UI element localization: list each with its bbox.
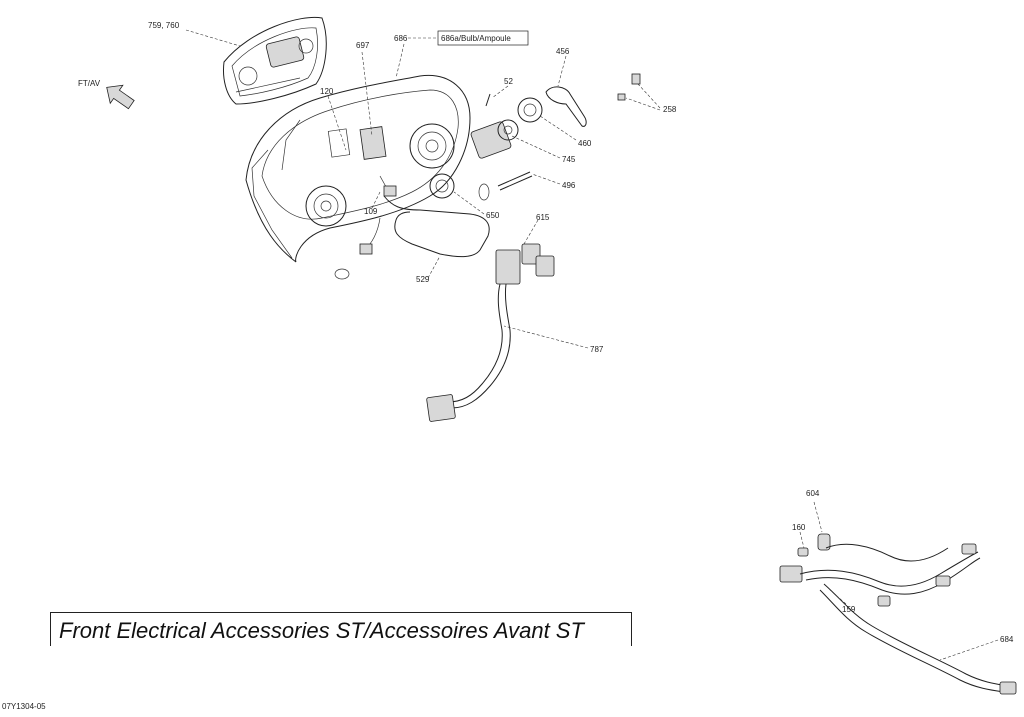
- callout-686a-box: [437, 30, 529, 46]
- callout-109: 109: [364, 207, 378, 216]
- callout-496: 496: [562, 181, 576, 190]
- callout-745: 745: [562, 155, 576, 164]
- ignition-switch-group: [470, 73, 641, 191]
- callout-160: 160: [792, 523, 806, 532]
- callout-120: 120: [320, 87, 334, 96]
- callout-787: 787: [590, 345, 604, 354]
- instrument-cluster: [223, 16, 327, 105]
- callout-759-760: 759, 760: [148, 21, 180, 30]
- callout-615: 615: [536, 213, 550, 222]
- leader-lines: [185, 29, 999, 661]
- bulb-650: [429, 173, 490, 201]
- callout-529: 529: [416, 275, 430, 284]
- callout-258: 258: [663, 105, 677, 114]
- direction-label: FT/AV: [78, 79, 101, 88]
- callout-686a: 686a/Bulb/Ampoule: [441, 34, 511, 43]
- callout-650: 650: [486, 211, 500, 220]
- diagram-title: Front Electrical Accessories ST/Accessoi…: [59, 618, 584, 643]
- front-direction-arrow: [106, 84, 135, 110]
- headlight-assembly: [245, 74, 471, 263]
- callout-159: 159: [842, 605, 856, 614]
- accessory-harness-787: [426, 243, 555, 422]
- callout-604: 604: [806, 489, 820, 498]
- callout-686: 686: [394, 34, 408, 43]
- diagram-title-box: Front Electrical Accessories ST/Accessoi…: [50, 612, 632, 646]
- drawing-number: 07Y1304-05: [2, 702, 46, 711]
- headlight-harness-529: [334, 185, 490, 280]
- callout-697: 697: [356, 41, 370, 50]
- switch-harness-684: [779, 533, 1017, 695]
- callout-456: 456: [556, 47, 570, 56]
- callout-684: 684: [1000, 635, 1014, 644]
- callout-52: 52: [504, 77, 513, 86]
- callout-460: 460: [578, 139, 592, 148]
